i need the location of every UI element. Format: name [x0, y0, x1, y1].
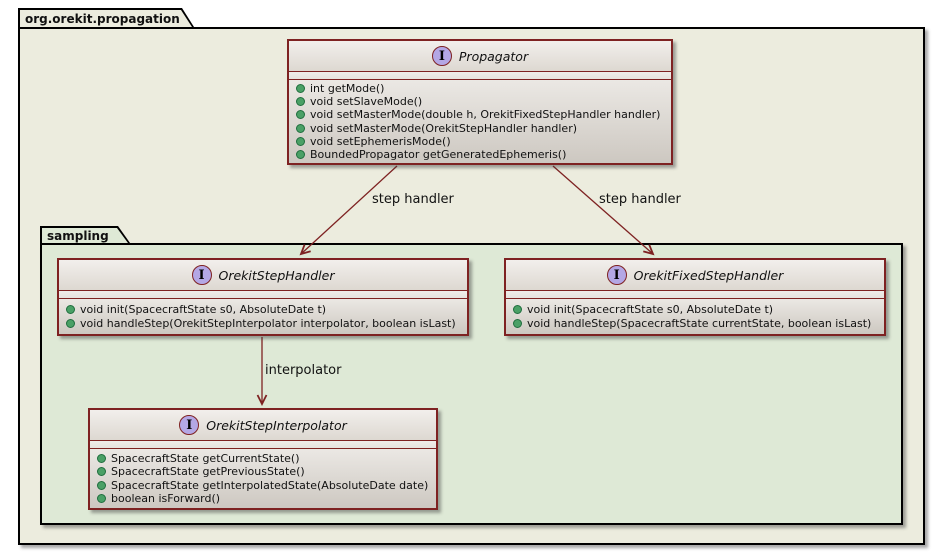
public-visibility-icon — [513, 304, 522, 314]
interface-orekitstepinterpolator: I OrekitStepInterpolator SpacecraftState… — [88, 408, 438, 510]
public-visibility-icon — [296, 97, 305, 107]
fields-compartment — [90, 441, 436, 449]
method-label: void handleStep(OrekitStepInterpolator i… — [80, 317, 456, 331]
method-label: void handleStep(SpacecraftState currentS… — [527, 317, 872, 331]
fields-compartment — [289, 72, 671, 80]
public-visibility-icon — [296, 136, 305, 146]
interface-name: Propagator — [458, 48, 529, 64]
method-label: void setMasterMode(double h, OrekitFixed… — [310, 108, 661, 122]
interface-name: OrekitFixedStepHandler — [633, 267, 784, 283]
package-tab-fill: org.orekit.propagation — [20, 10, 192, 27]
method-label: void init(SpacecraftState s0, AbsoluteDa… — [527, 302, 774, 316]
package-name: org.orekit.propagation — [25, 11, 180, 26]
package-tab-fill: sampling — [42, 228, 128, 243]
edge-label-interpolator: interpolator — [265, 363, 342, 378]
method-label: void init(SpacecraftState s0, AbsoluteDa… — [80, 302, 327, 316]
method-item: void setSlaveMode() — [296, 95, 664, 108]
interface-orekitstephandler: I OrekitStepHandler void init(Spacecraft… — [57, 258, 469, 336]
method-label: SpacecraftState getPreviousState() — [111, 465, 305, 479]
interface-propagator: I Propagator int getMode() void setSlave… — [287, 39, 673, 165]
interface-orekitfixedstephandler: I OrekitFixedStepHandler void init(Space… — [504, 258, 886, 336]
method-item: void setMasterMode(OrekitStepHandler han… — [296, 122, 664, 135]
method-item: void handleStep(SpacecraftState currentS… — [513, 317, 877, 330]
method-item: int getMode() — [296, 82, 664, 95]
methods-compartment: void init(SpacecraftState s0, AbsoluteDa… — [59, 299, 467, 334]
public-visibility-icon — [513, 319, 522, 329]
method-item: void setEphemerisMode() — [296, 135, 664, 148]
methods-compartment: int getMode() void setSlaveMode() void s… — [289, 80, 671, 163]
public-visibility-icon — [97, 453, 106, 463]
method-item: boolean isForward() — [97, 492, 429, 505]
method-item: void init(SpacecraftState s0, AbsoluteDa… — [66, 303, 460, 316]
method-item: SpacecraftState getInterpolatedState(Abs… — [97, 479, 429, 492]
interface-icon: I — [606, 265, 627, 285]
public-visibility-icon — [97, 467, 106, 477]
methods-compartment: SpacecraftState getCurrentState() Spacec… — [90, 449, 436, 508]
method-item: SpacecraftState getPreviousState() — [97, 465, 429, 478]
method-label: SpacecraftState getCurrentState() — [111, 451, 300, 465]
interface-title-bar: I OrekitStepInterpolator — [90, 410, 436, 441]
method-item: SpacecraftState getCurrentState() — [97, 452, 429, 465]
method-item: void setMasterMode(double h, OrekitFixed… — [296, 108, 664, 121]
interface-title-bar: I OrekitStepHandler — [59, 260, 467, 291]
method-item: void init(SpacecraftState s0, AbsoluteDa… — [513, 303, 877, 316]
public-visibility-icon — [296, 123, 305, 133]
method-item: void handleStep(OrekitStepInterpolator i… — [66, 317, 460, 330]
interface-title-bar: I Propagator — [289, 41, 671, 72]
package-tab-sampling: sampling — [40, 226, 130, 243]
method-label: void setEphemerisMode() — [310, 134, 451, 148]
interface-title-bar: I OrekitFixedStepHandler — [506, 260, 884, 291]
interface-icon: I — [179, 415, 200, 435]
public-visibility-icon — [296, 149, 305, 159]
interface-name: OrekitStepHandler — [218, 267, 335, 283]
method-label: int getMode() — [310, 82, 385, 96]
package-tab-org-orekit-propagation: org.orekit.propagation — [18, 8, 194, 27]
public-visibility-icon — [97, 494, 106, 504]
fields-compartment — [506, 291, 884, 299]
methods-compartment: void init(SpacecraftState s0, AbsoluteDa… — [506, 299, 884, 334]
interface-icon: I — [431, 46, 452, 66]
method-item: BoundedPropagator getGeneratedEphemeris(… — [296, 148, 664, 161]
interface-icon: I — [191, 265, 212, 285]
interface-name: OrekitStepInterpolator — [206, 417, 347, 433]
public-visibility-icon — [66, 319, 75, 329]
public-visibility-icon — [97, 480, 106, 490]
method-label: BoundedPropagator getGeneratedEphemeris(… — [310, 147, 567, 161]
package-name: sampling — [47, 228, 109, 243]
method-label: boolean isForward() — [111, 492, 221, 506]
public-visibility-icon — [296, 84, 305, 94]
fields-compartment — [59, 291, 467, 299]
method-label: void setMasterMode(OrekitStepHandler han… — [310, 121, 578, 135]
method-label: void setSlaveMode() — [310, 95, 423, 109]
edge-label-step-handler-right: step handler — [599, 192, 681, 207]
edge-label-step-handler-left: step handler — [372, 192, 454, 207]
public-visibility-icon — [66, 304, 75, 314]
method-label: SpacecraftState getInterpolatedState(Abs… — [111, 478, 429, 492]
public-visibility-icon — [296, 110, 305, 120]
